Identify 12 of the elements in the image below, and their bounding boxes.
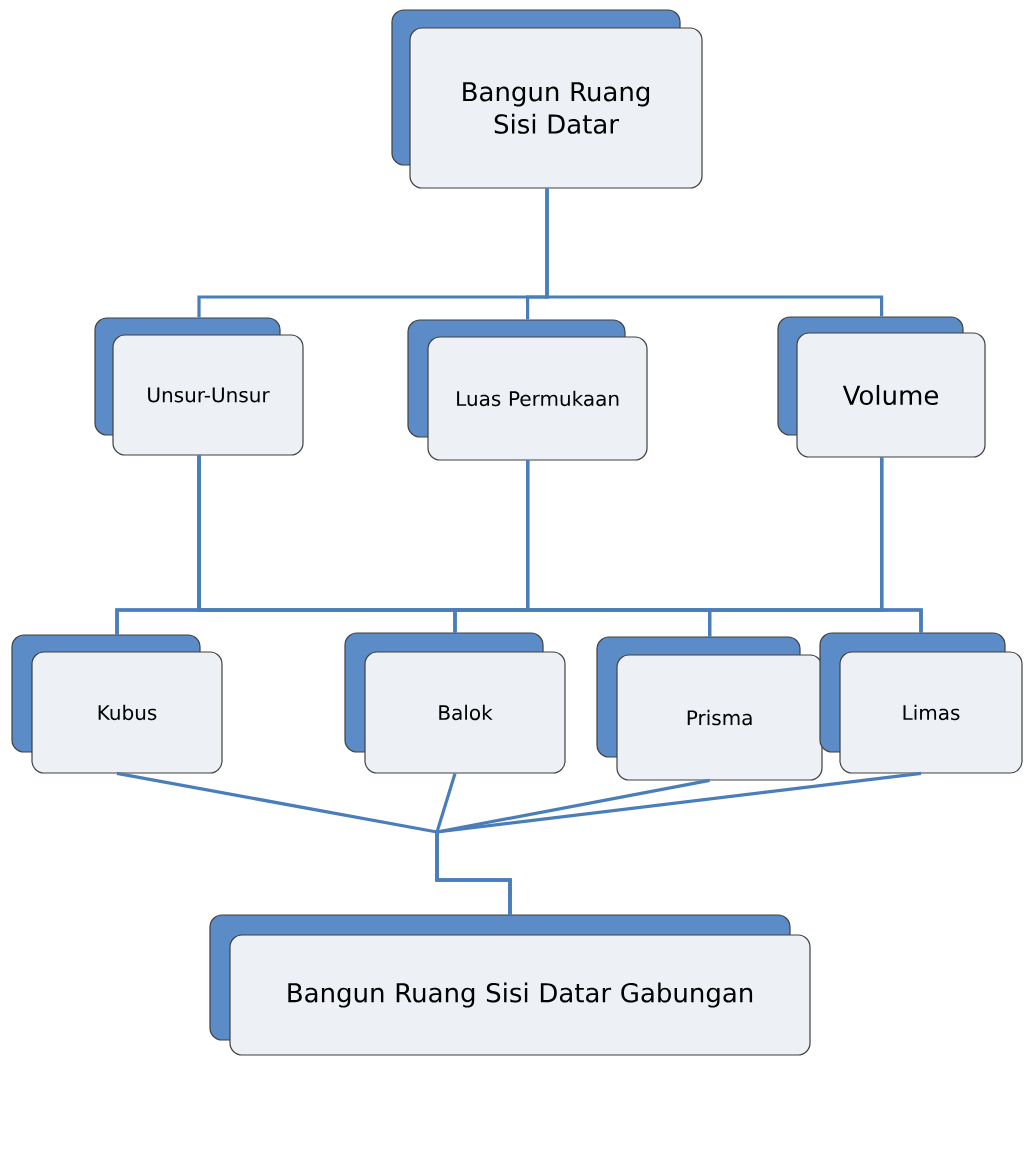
process-box: Balok — [344, 632, 566, 774]
process-box: Limas — [819, 632, 1023, 774]
connector-line — [435, 771, 922, 915]
connector-line — [880, 457, 923, 633]
process-box: Unsur-Unsur — [94, 317, 304, 456]
process-box: Luas Permukaan — [407, 319, 648, 461]
process-box: Bangun Ruang Sisi Datar Gabungan — [209, 914, 811, 1056]
process-box: Volume — [777, 316, 986, 458]
process-box: Bangun Ruang Sisi Datar — [391, 9, 703, 189]
process-box: Kubus — [11, 634, 223, 774]
process-box: Prisma — [596, 636, 823, 781]
connector-line — [545, 188, 884, 317]
